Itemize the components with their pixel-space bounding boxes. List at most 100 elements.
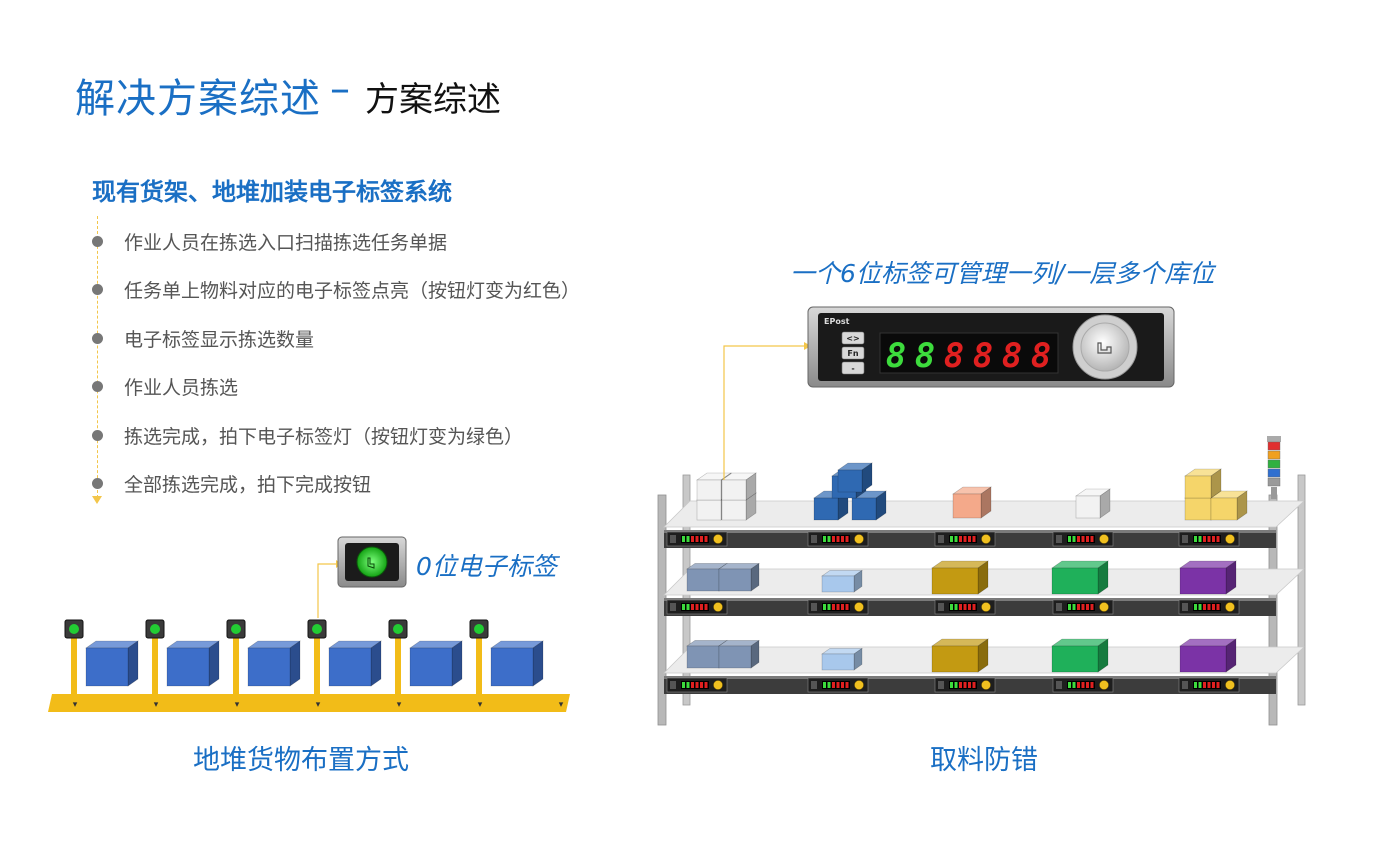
bullet-icon — [92, 477, 103, 489]
timeline-line — [97, 216, 98, 498]
tower-segment — [1267, 477, 1281, 487]
rail-marker-icon: ▾ — [397, 700, 402, 710]
tag-button-icon — [713, 602, 723, 612]
floor-box — [166, 640, 220, 687]
box-front — [721, 499, 747, 521]
tag-digit — [954, 536, 958, 542]
tag-digit — [1203, 604, 1206, 610]
device-digit: 8 — [915, 336, 935, 376]
tag-digit — [963, 536, 967, 542]
box-front — [813, 497, 839, 521]
floor-rail — [48, 694, 570, 712]
signal-tower-icon — [1267, 436, 1281, 499]
rail-marker-icon: ▾ — [559, 700, 564, 710]
shelf-digital-tag — [1052, 531, 1114, 547]
box-side — [370, 640, 382, 687]
box-front — [490, 647, 534, 687]
tag-digit — [1194, 536, 1197, 542]
tag-digit — [704, 682, 708, 688]
label-light-icon — [231, 624, 241, 634]
tag-button-icon — [1099, 680, 1109, 690]
tag-digit — [704, 604, 708, 610]
floor-box — [490, 640, 544, 687]
tag-digit — [1081, 682, 1085, 688]
shelf-box — [1184, 468, 1222, 499]
floor-diagram-caption: 地堆货物布置方式 — [193, 745, 409, 776]
step-item: 作业人员拣选 — [92, 374, 238, 399]
device-key-label: <> — [846, 334, 859, 343]
box-front — [696, 499, 722, 521]
shelf-digital-tag — [934, 599, 996, 615]
shelf-rail-edge — [664, 676, 1276, 679]
tag-keys — [1182, 535, 1188, 543]
step-item: 拣选完成，拍下电子标签灯（按钮灯变为绿色） — [92, 423, 524, 448]
tag-button-icon — [1225, 680, 1235, 690]
tag-digit — [1194, 604, 1197, 610]
tag-keys — [1182, 603, 1188, 611]
step-text: 作业人员在拣选入口扫描拣选任务单据 — [124, 231, 448, 254]
tag-display — [1067, 535, 1095, 543]
floor-label-post — [145, 619, 165, 694]
box-front — [851, 497, 877, 521]
tag-digit — [845, 536, 849, 542]
tag-display — [681, 603, 709, 611]
tag-digit — [823, 536, 826, 542]
step-item: 任务单上物料对应的电子标签点亮（按钮灯变为红色） — [92, 277, 580, 302]
step-text: 拣选完成，拍下电子标签灯（按钮灯变为绿色） — [124, 425, 524, 448]
floor-label-post — [307, 619, 327, 694]
tag-digit — [682, 682, 685, 688]
tag-digit — [832, 536, 835, 542]
device-digit: 8 — [973, 336, 993, 376]
tag-button-icon — [1099, 602, 1109, 612]
tag-digit — [682, 604, 685, 610]
tag-digit — [1198, 682, 1202, 688]
tag-digit — [700, 536, 703, 542]
device-digit: 8 — [1002, 336, 1022, 376]
post — [152, 636, 158, 694]
box-front — [721, 479, 747, 501]
shelf-digital-tag — [666, 677, 728, 693]
tag-digit — [1086, 604, 1089, 610]
tag-digit — [682, 536, 685, 542]
shelf-box — [821, 647, 863, 671]
post — [476, 636, 482, 694]
box-front — [718, 568, 752, 592]
tag-digit — [963, 682, 967, 688]
tag-digit — [1072, 604, 1076, 610]
tag-keys — [670, 603, 676, 611]
tag-digit — [691, 604, 694, 610]
tag-digit — [972, 604, 976, 610]
shelf-digital-tag — [807, 599, 869, 615]
floor-label-post — [469, 619, 489, 694]
tag-digit — [841, 682, 844, 688]
box-front — [718, 645, 752, 669]
shelf-layout-diagram — [657, 342, 1306, 726]
rail-marker-icon: ▾ — [154, 700, 159, 710]
tag-display — [1193, 535, 1221, 543]
tag-display — [681, 681, 709, 689]
box-front — [328, 647, 372, 687]
tag-display — [1067, 681, 1095, 689]
shelf-digital-tag — [934, 531, 996, 547]
tag-display — [1193, 603, 1221, 611]
label-light-icon — [393, 624, 403, 634]
box-front — [1179, 645, 1227, 673]
step-item: 作业人员在拣选入口扫描拣选任务单据 — [92, 229, 448, 254]
tag-display — [822, 603, 850, 611]
page-title: 解决方案综述 — [75, 76, 321, 122]
tag-display — [681, 535, 709, 543]
floor-box — [85, 640, 139, 687]
box-front — [247, 647, 291, 687]
tag-digit — [832, 604, 835, 610]
tag-digit — [968, 604, 971, 610]
tag-digit — [1203, 536, 1206, 542]
tag-button-icon — [854, 534, 864, 544]
tag-keys — [811, 603, 817, 611]
tag-digit — [950, 536, 953, 542]
box-front — [931, 567, 979, 595]
shelf-box — [721, 472, 757, 501]
tag-digit — [1077, 682, 1080, 688]
shelf-box — [1210, 490, 1248, 521]
tag-digit — [832, 682, 835, 688]
